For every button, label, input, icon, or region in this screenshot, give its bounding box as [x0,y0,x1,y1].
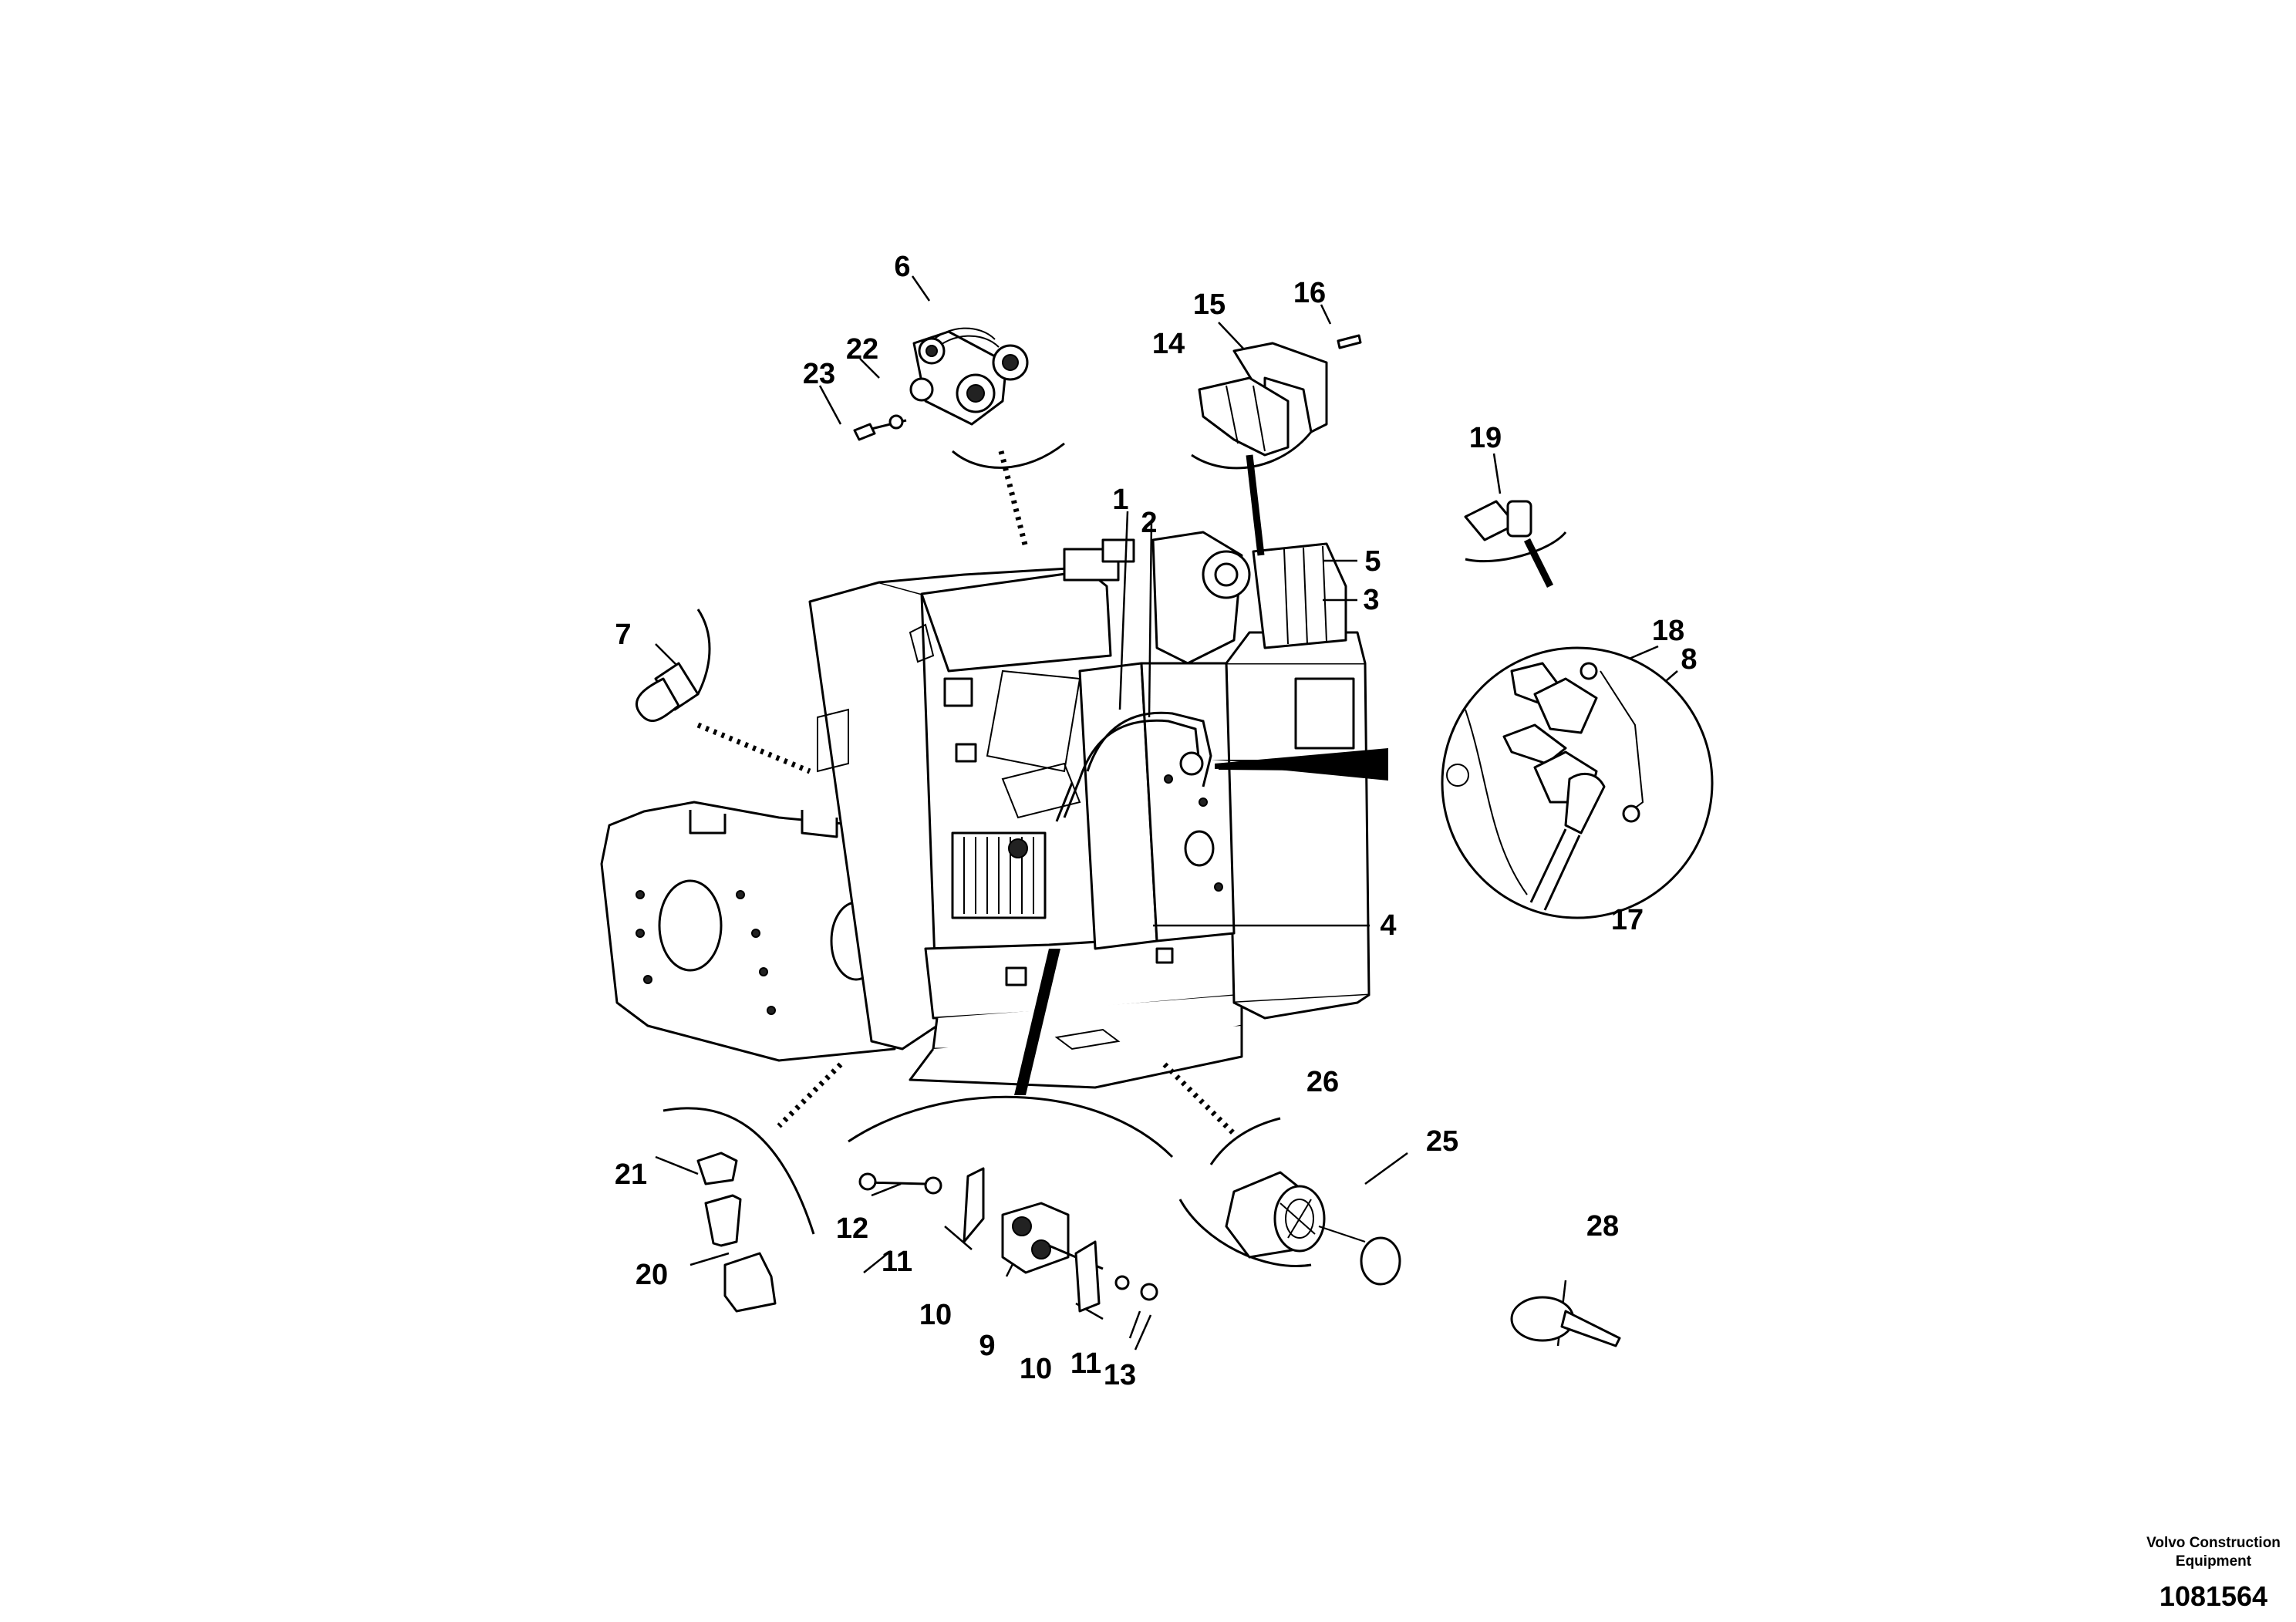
callout-15: 15 [1193,288,1226,321]
callout-20: 20 [636,1259,668,1291]
callout-17: 17 [1611,904,1644,936]
callout-10-right: 10 [1020,1353,1052,1385]
callout-5: 5 [1364,545,1381,578]
callout-21: 21 [615,1158,647,1191]
detail-hose-circle [1441,646,1714,919]
detail-block-clamp [848,1095,1174,1313]
main-frame-assembly [600,531,1371,1089]
callout-8: 8 [1681,643,1697,676]
callout-11-right: 11 [1070,1347,1101,1380]
detail-bushing [1178,1117,1401,1286]
detail-fitting-19 [1464,500,1567,563]
callout-16: 16 [1293,277,1326,309]
detail-plug-7 [635,609,711,723]
callout-10-left: 10 [919,1299,952,1331]
callout-3: 3 [1363,584,1379,616]
callout-28: 28 [1586,1210,1619,1243]
detail-cable-tie [1510,1296,1621,1347]
callout-12: 12 [836,1212,868,1245]
company-name-line1: Volvo Construction [2146,1535,2281,1551]
company-name-line2: Equipment [2176,1553,2252,1570]
callout-7: 7 [615,619,631,651]
callout-23: 23 [803,358,835,390]
callout-2: 2 [1141,507,1157,539]
callout-4: 4 [1380,909,1396,942]
drawing-number: 1081564 [2159,1580,2267,1612]
detail-solenoid [853,327,1065,469]
callout-13: 13 [1104,1359,1136,1391]
footer-block: Volvo Construction Equipment 1081564 [2146,1535,2281,1612]
callout-22: 22 [846,333,878,366]
callout-26: 26 [1306,1066,1339,1098]
callout-1: 1 [1112,484,1128,516]
connector-lines [696,450,1554,1136]
callout-18: 18 [1652,615,1684,647]
callout-19: 19 [1469,422,1502,454]
detail-bracket [1191,334,1362,470]
callout-11-left: 11 [882,1246,912,1278]
callout-9: 9 [979,1330,995,1362]
detail-clamp [663,1107,815,1313]
callout-25: 25 [1426,1125,1458,1158]
callout-labels: 6 22 23 15 14 16 19 1 2 5 3 18 8 17 7 4 … [615,251,1698,1391]
callout-14: 14 [1152,328,1185,360]
callout-6: 6 [894,251,910,283]
